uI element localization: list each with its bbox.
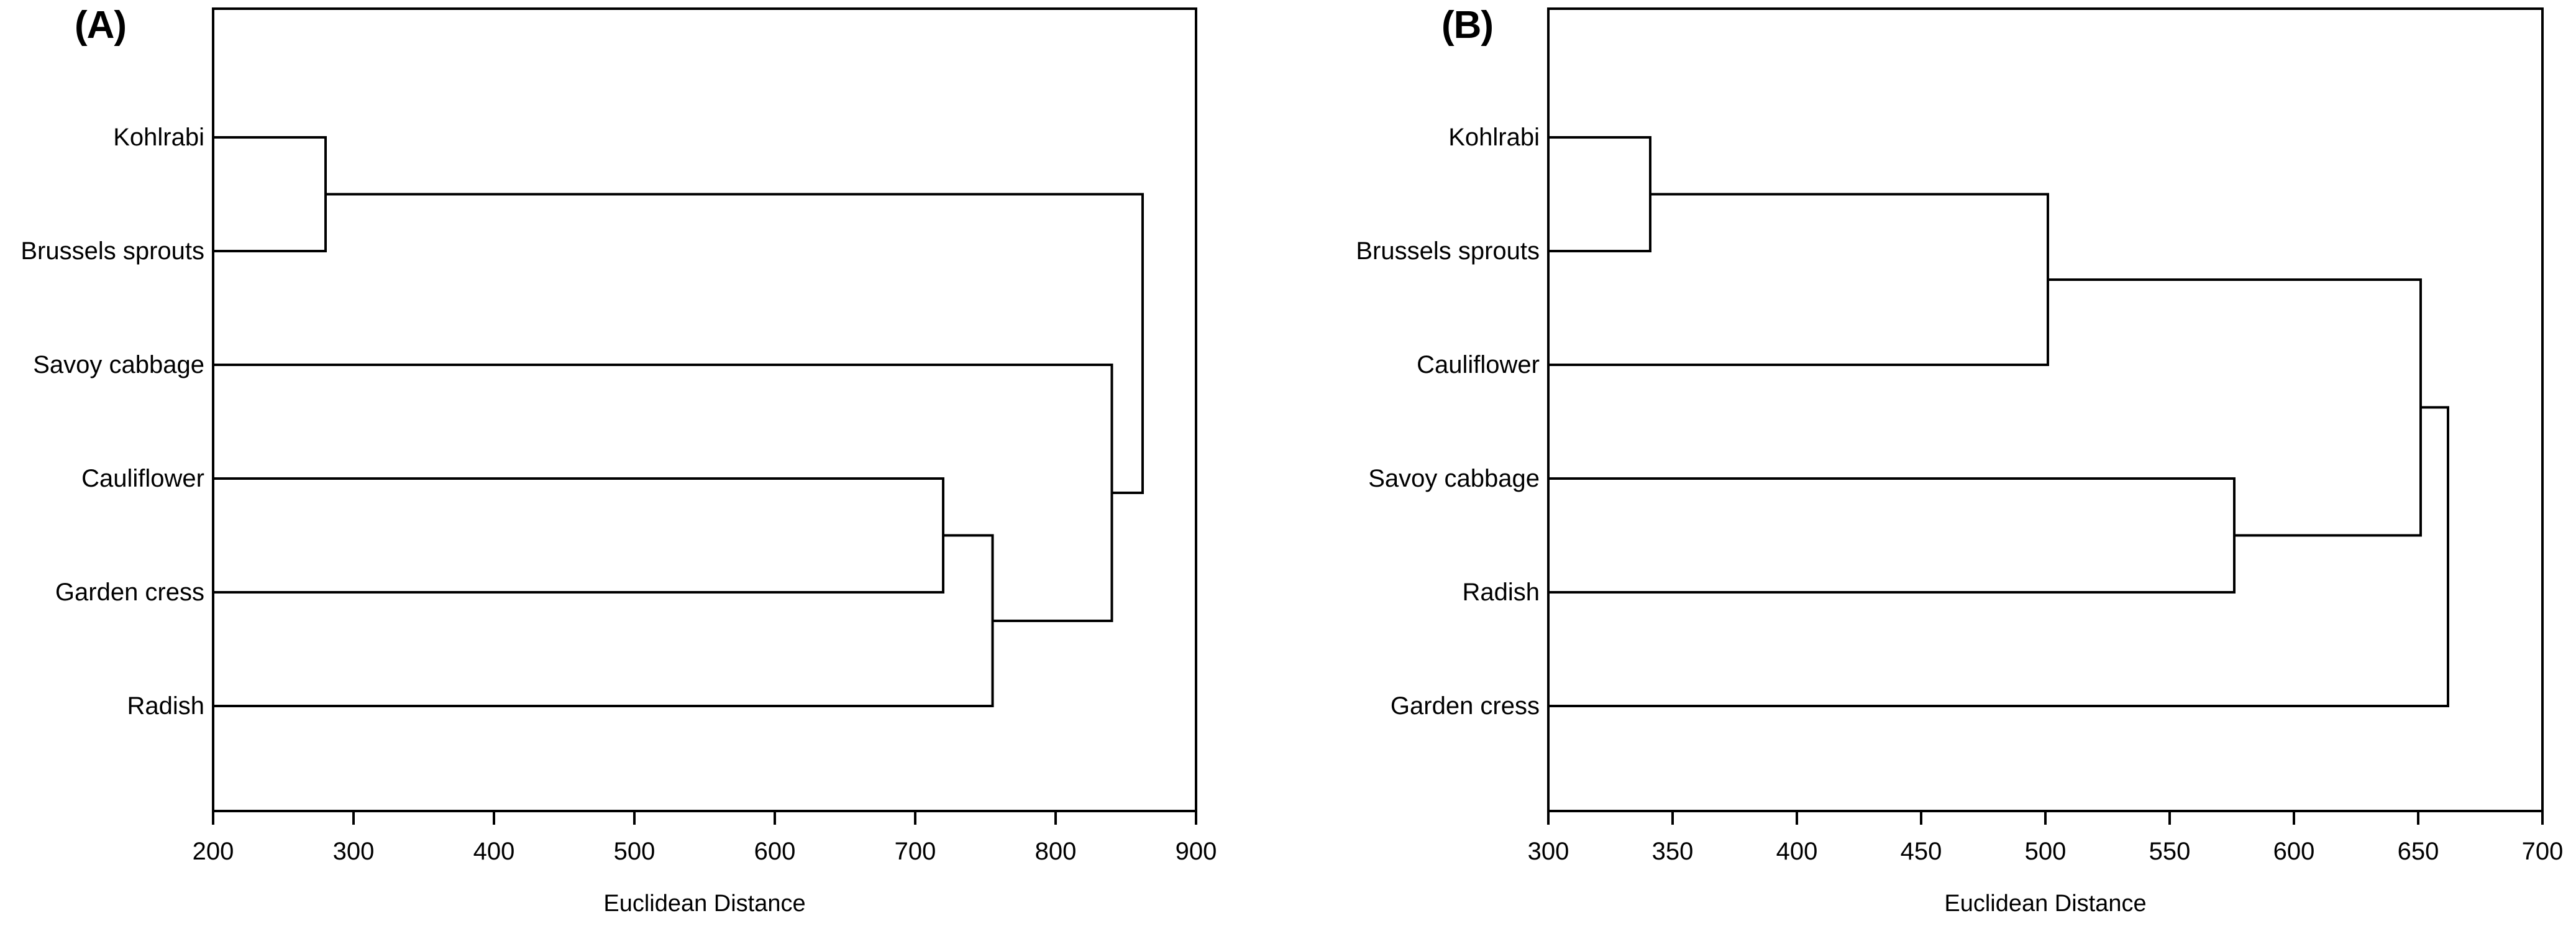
dendrogram-link bbox=[213, 364, 1113, 622]
panel-a-plot bbox=[212, 7, 1197, 825]
x-tick-label: 800 bbox=[1035, 838, 1077, 865]
panel-b-letter: (B) bbox=[1441, 4, 1494, 47]
x-tick-label: 300 bbox=[332, 838, 375, 865]
x-tick-label: 450 bbox=[1900, 838, 1942, 865]
leaf-label: Kohlrabi bbox=[113, 124, 204, 151]
dendrogram-link bbox=[325, 193, 1144, 494]
dendrogram-links bbox=[213, 136, 1144, 707]
x-tick-label: 650 bbox=[2397, 838, 2439, 865]
x-tick-label: 200 bbox=[192, 838, 234, 865]
axis-frame bbox=[212, 7, 1197, 812]
x-tick-label: 700 bbox=[894, 838, 936, 865]
leaf-label: Garden cress bbox=[55, 579, 204, 606]
panel-a-letter: (A) bbox=[75, 4, 127, 47]
x-tick-label: 550 bbox=[2149, 838, 2191, 865]
x-tick-label: 700 bbox=[2521, 838, 2564, 865]
leaf-label: Savoy cabbage bbox=[1368, 465, 1540, 492]
dendrogram-link bbox=[213, 136, 327, 252]
leaf-label: Savoy cabbage bbox=[33, 351, 204, 378]
dendrogram-link bbox=[1548, 136, 1651, 252]
dendrogram-links bbox=[1548, 136, 2449, 707]
leaf-label: Garden cress bbox=[1390, 692, 1540, 720]
leaf-label: Brussels sprouts bbox=[21, 237, 204, 265]
x-tick-label: 500 bbox=[613, 838, 655, 865]
x-tick-label: 900 bbox=[1175, 838, 1217, 865]
x-tick-label: 300 bbox=[1527, 838, 1569, 865]
leaf-label: Cauliflower bbox=[81, 465, 204, 492]
dendrogram-link bbox=[213, 534, 994, 707]
x-tick-label: 500 bbox=[2024, 838, 2067, 865]
dendrogram-link bbox=[213, 477, 945, 594]
dendrogram-link bbox=[1548, 477, 2236, 594]
axis-frame bbox=[1547, 7, 2544, 812]
leaf-label: Kohlrabi bbox=[1448, 124, 1540, 151]
x-tick-label: 600 bbox=[754, 838, 796, 865]
leaf-label: Cauliflower bbox=[1417, 351, 1540, 378]
dendrogram-link bbox=[1548, 406, 2449, 707]
leaf-label: Radish bbox=[1462, 579, 1540, 606]
leaf-label: Brussels sprouts bbox=[1356, 237, 1540, 265]
x-tick-label: 400 bbox=[1776, 838, 1818, 865]
x-axis-title: Euclidean Distance bbox=[1944, 891, 2147, 917]
x-tick-label: 600 bbox=[2273, 838, 2315, 865]
panel-b-plot bbox=[1547, 7, 2544, 825]
x-tick-label: 350 bbox=[1651, 838, 1694, 865]
x-tick-label: 400 bbox=[473, 838, 515, 865]
dendrogram-link bbox=[1548, 193, 2049, 366]
leaf-label: Radish bbox=[127, 692, 204, 720]
x-axis-title: Euclidean Distance bbox=[603, 891, 806, 917]
